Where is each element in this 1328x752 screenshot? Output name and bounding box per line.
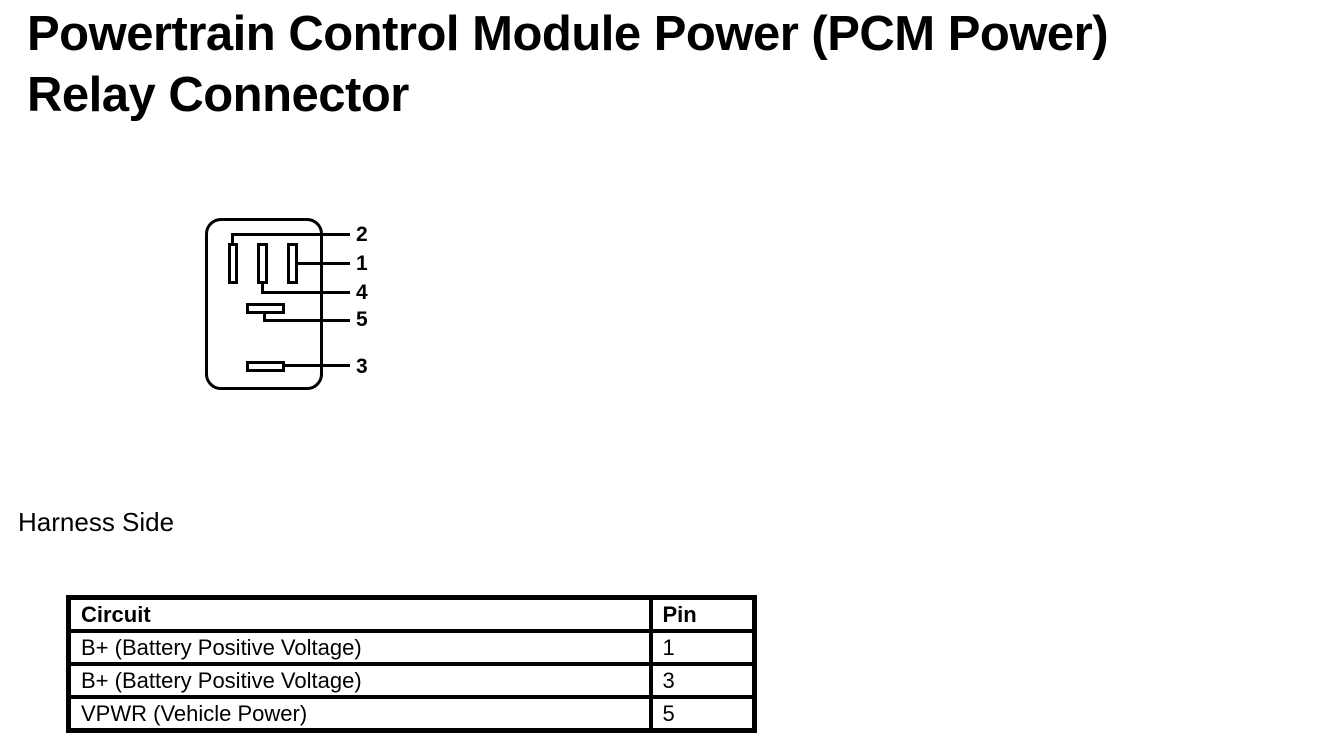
terminal-slot-3 xyxy=(246,361,285,372)
pin-label-5: 5 xyxy=(356,308,368,331)
table-row: VPWR (Vehicle Power) 5 xyxy=(66,695,757,733)
page-title: Powertrain Control Module Power (PCM Pow… xyxy=(27,4,1317,126)
page-title-line-2: Relay Connector xyxy=(27,68,409,122)
leader-line-pin4-vertical xyxy=(261,281,264,294)
leader-line-pin2 xyxy=(231,233,350,236)
circuit-pin-table: Circuit Pin B+ (Battery Positive Voltage… xyxy=(66,595,757,733)
circuit-cell: B+ (Battery Positive Voltage) xyxy=(66,629,653,666)
pin-cell: 5 xyxy=(648,695,757,733)
terminal-slot-4 xyxy=(257,243,268,284)
pin-label-1: 1 xyxy=(356,252,368,275)
pin-column-header: Pin xyxy=(648,595,757,633)
table-row: B+ (Battery Positive Voltage) 1 xyxy=(66,629,757,666)
harness-side-label: Harness Side xyxy=(18,507,175,537)
pin-label-3: 3 xyxy=(356,355,368,378)
leader-line-pin2-vertical xyxy=(231,233,234,246)
pin-cell: 1 xyxy=(648,629,757,666)
leader-line-pin5 xyxy=(263,319,350,322)
leader-line-pin1 xyxy=(296,262,350,265)
leader-line-pin5-vertical xyxy=(263,311,266,322)
pin-cell: 3 xyxy=(648,662,757,699)
pin-label-2: 2 xyxy=(356,223,368,246)
circuit-cell: VPWR (Vehicle Power) xyxy=(66,695,653,733)
terminal-slot-2 xyxy=(228,243,238,284)
table-header-row: Circuit Pin xyxy=(66,595,757,633)
leader-line-pin3 xyxy=(284,364,350,367)
circuit-cell: B+ (Battery Positive Voltage) xyxy=(66,662,653,699)
page-title-line-1: Powertrain Control Module Power (PCM Pow… xyxy=(27,7,1109,61)
pin-label-4: 4 xyxy=(356,281,368,304)
circuit-column-header: Circuit xyxy=(66,595,653,633)
table-row: B+ (Battery Positive Voltage) 3 xyxy=(66,662,757,699)
leader-line-pin4 xyxy=(261,291,350,294)
